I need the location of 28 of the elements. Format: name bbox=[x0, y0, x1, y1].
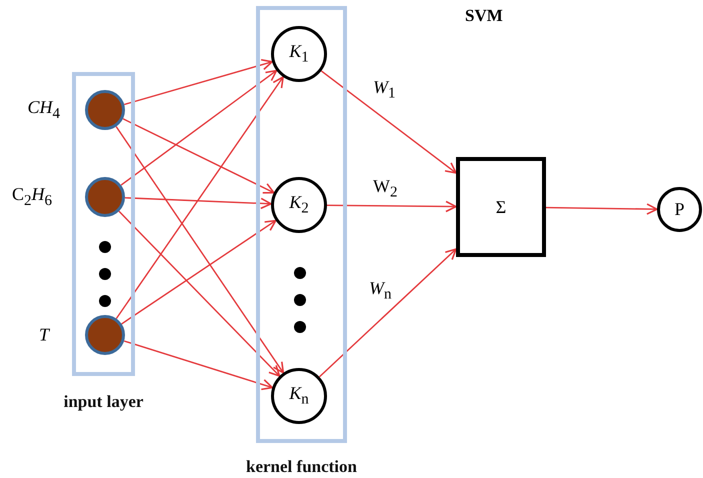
input-label: CH$_{4}$ bbox=[27, 97, 60, 123]
kernel-node bbox=[271, 26, 327, 82]
arrow bbox=[120, 70, 278, 186]
layer-label: input layer bbox=[64, 392, 144, 412]
arrow bbox=[124, 197, 272, 210]
layer-label: kernel function bbox=[246, 457, 357, 477]
arrow bbox=[320, 70, 457, 174]
input-label: C$_{2}$H$_{6}$ bbox=[12, 184, 52, 210]
arrow bbox=[116, 76, 284, 319]
arrow bbox=[124, 340, 274, 390]
node-label: Σ bbox=[496, 196, 506, 218]
arrow bbox=[122, 118, 275, 194]
node-label: K$_{1}$ bbox=[289, 41, 309, 67]
node-label: P bbox=[674, 199, 684, 220]
input-label: T bbox=[38, 324, 49, 346]
arrow bbox=[118, 210, 280, 377]
arrow bbox=[116, 126, 284, 374]
node-label: K$_{2}$ bbox=[289, 192, 309, 218]
output-node bbox=[657, 187, 702, 232]
kernel-node bbox=[271, 368, 327, 424]
node-label: K$_{n}$ bbox=[289, 383, 309, 409]
summation-box bbox=[456, 157, 546, 257]
diagram-title: SVM bbox=[465, 6, 503, 26]
arrow bbox=[318, 248, 457, 378]
arrow bbox=[327, 200, 457, 212]
arrow bbox=[124, 58, 273, 106]
arrow bbox=[121, 220, 276, 324]
arrow bbox=[546, 203, 658, 215]
